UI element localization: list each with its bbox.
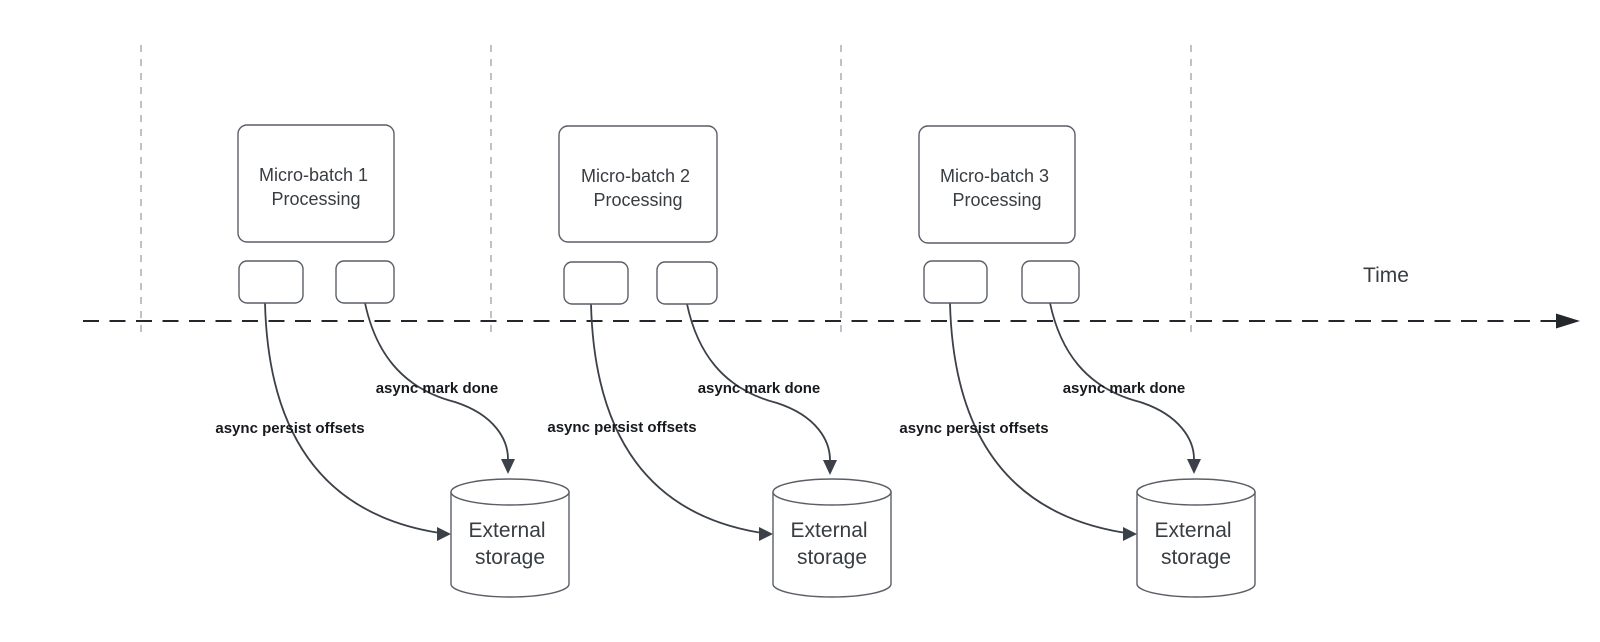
- external-storage-cylinder-top: [1136, 478, 1256, 506]
- processing-box-label: Micro-batch 2 Processing: [581, 166, 695, 210]
- external-storage-label: External storage: [1155, 519, 1238, 569]
- mark-done-label: async mark done: [1063, 380, 1186, 397]
- markdone-arrowhead: [501, 459, 515, 474]
- mark-done-label: async mark done: [376, 380, 499, 397]
- mark-done-task-box: [335, 260, 395, 304]
- external-storage-cylinder: [772, 491, 892, 598]
- persist-offsets-task-box: [563, 261, 629, 305]
- mark-done-task-box: [1021, 260, 1080, 304]
- mark-done-arrow: [1049, 302, 1195, 460]
- processing-box-label: Micro-batch 3 Processing: [940, 166, 1054, 210]
- processing-box: [918, 125, 1076, 244]
- external-storage-cylinder: [450, 491, 570, 598]
- external-storage-cylinder-top: [450, 478, 570, 506]
- persist-offsets-task-box: [923, 260, 988, 304]
- persist-offsets-label: async persist offsets: [899, 420, 1048, 437]
- markdone-arrowhead: [823, 460, 837, 475]
- persist-offsets-arrow: [949, 302, 1124, 534]
- mark-done-task-box: [656, 261, 718, 305]
- external-storage-cylinder-top: [772, 478, 892, 506]
- persist-offsets-label: async persist offsets: [215, 420, 364, 437]
- micro-batch-group: Micro-batch 1 Processing async persist o…: [215, 124, 570, 598]
- mark-done-arrow: [364, 302, 509, 460]
- mark-done-arrow: [686, 303, 831, 461]
- time-label: Time: [1363, 264, 1409, 287]
- persist-offsets-arrow: [264, 302, 438, 534]
- processing-box: [237, 124, 395, 243]
- micro-batch-group: Micro-batch 3 Processing async persist o…: [899, 125, 1256, 598]
- persist-arrowhead: [437, 527, 451, 541]
- external-storage-label: External storage: [469, 519, 552, 569]
- processing-box-label: Micro-batch 1 Processing: [259, 165, 373, 209]
- persist-arrowhead: [759, 527, 773, 541]
- persist-arrowhead: [1123, 527, 1137, 541]
- processing-box: [558, 125, 718, 243]
- micro-batch-group: Micro-batch 2 Processing async persist o…: [547, 125, 892, 598]
- markdone-arrowhead: [1187, 459, 1201, 474]
- external-storage-label: External storage: [791, 519, 874, 569]
- persist-offsets-label: async persist offsets: [547, 419, 696, 436]
- mark-done-label: async mark done: [698, 380, 821, 397]
- persist-offsets-task-box: [238, 260, 304, 304]
- time-axis-arrowhead: [1556, 313, 1580, 329]
- external-storage-cylinder: [1136, 491, 1256, 598]
- persist-offsets-arrow: [590, 303, 760, 534]
